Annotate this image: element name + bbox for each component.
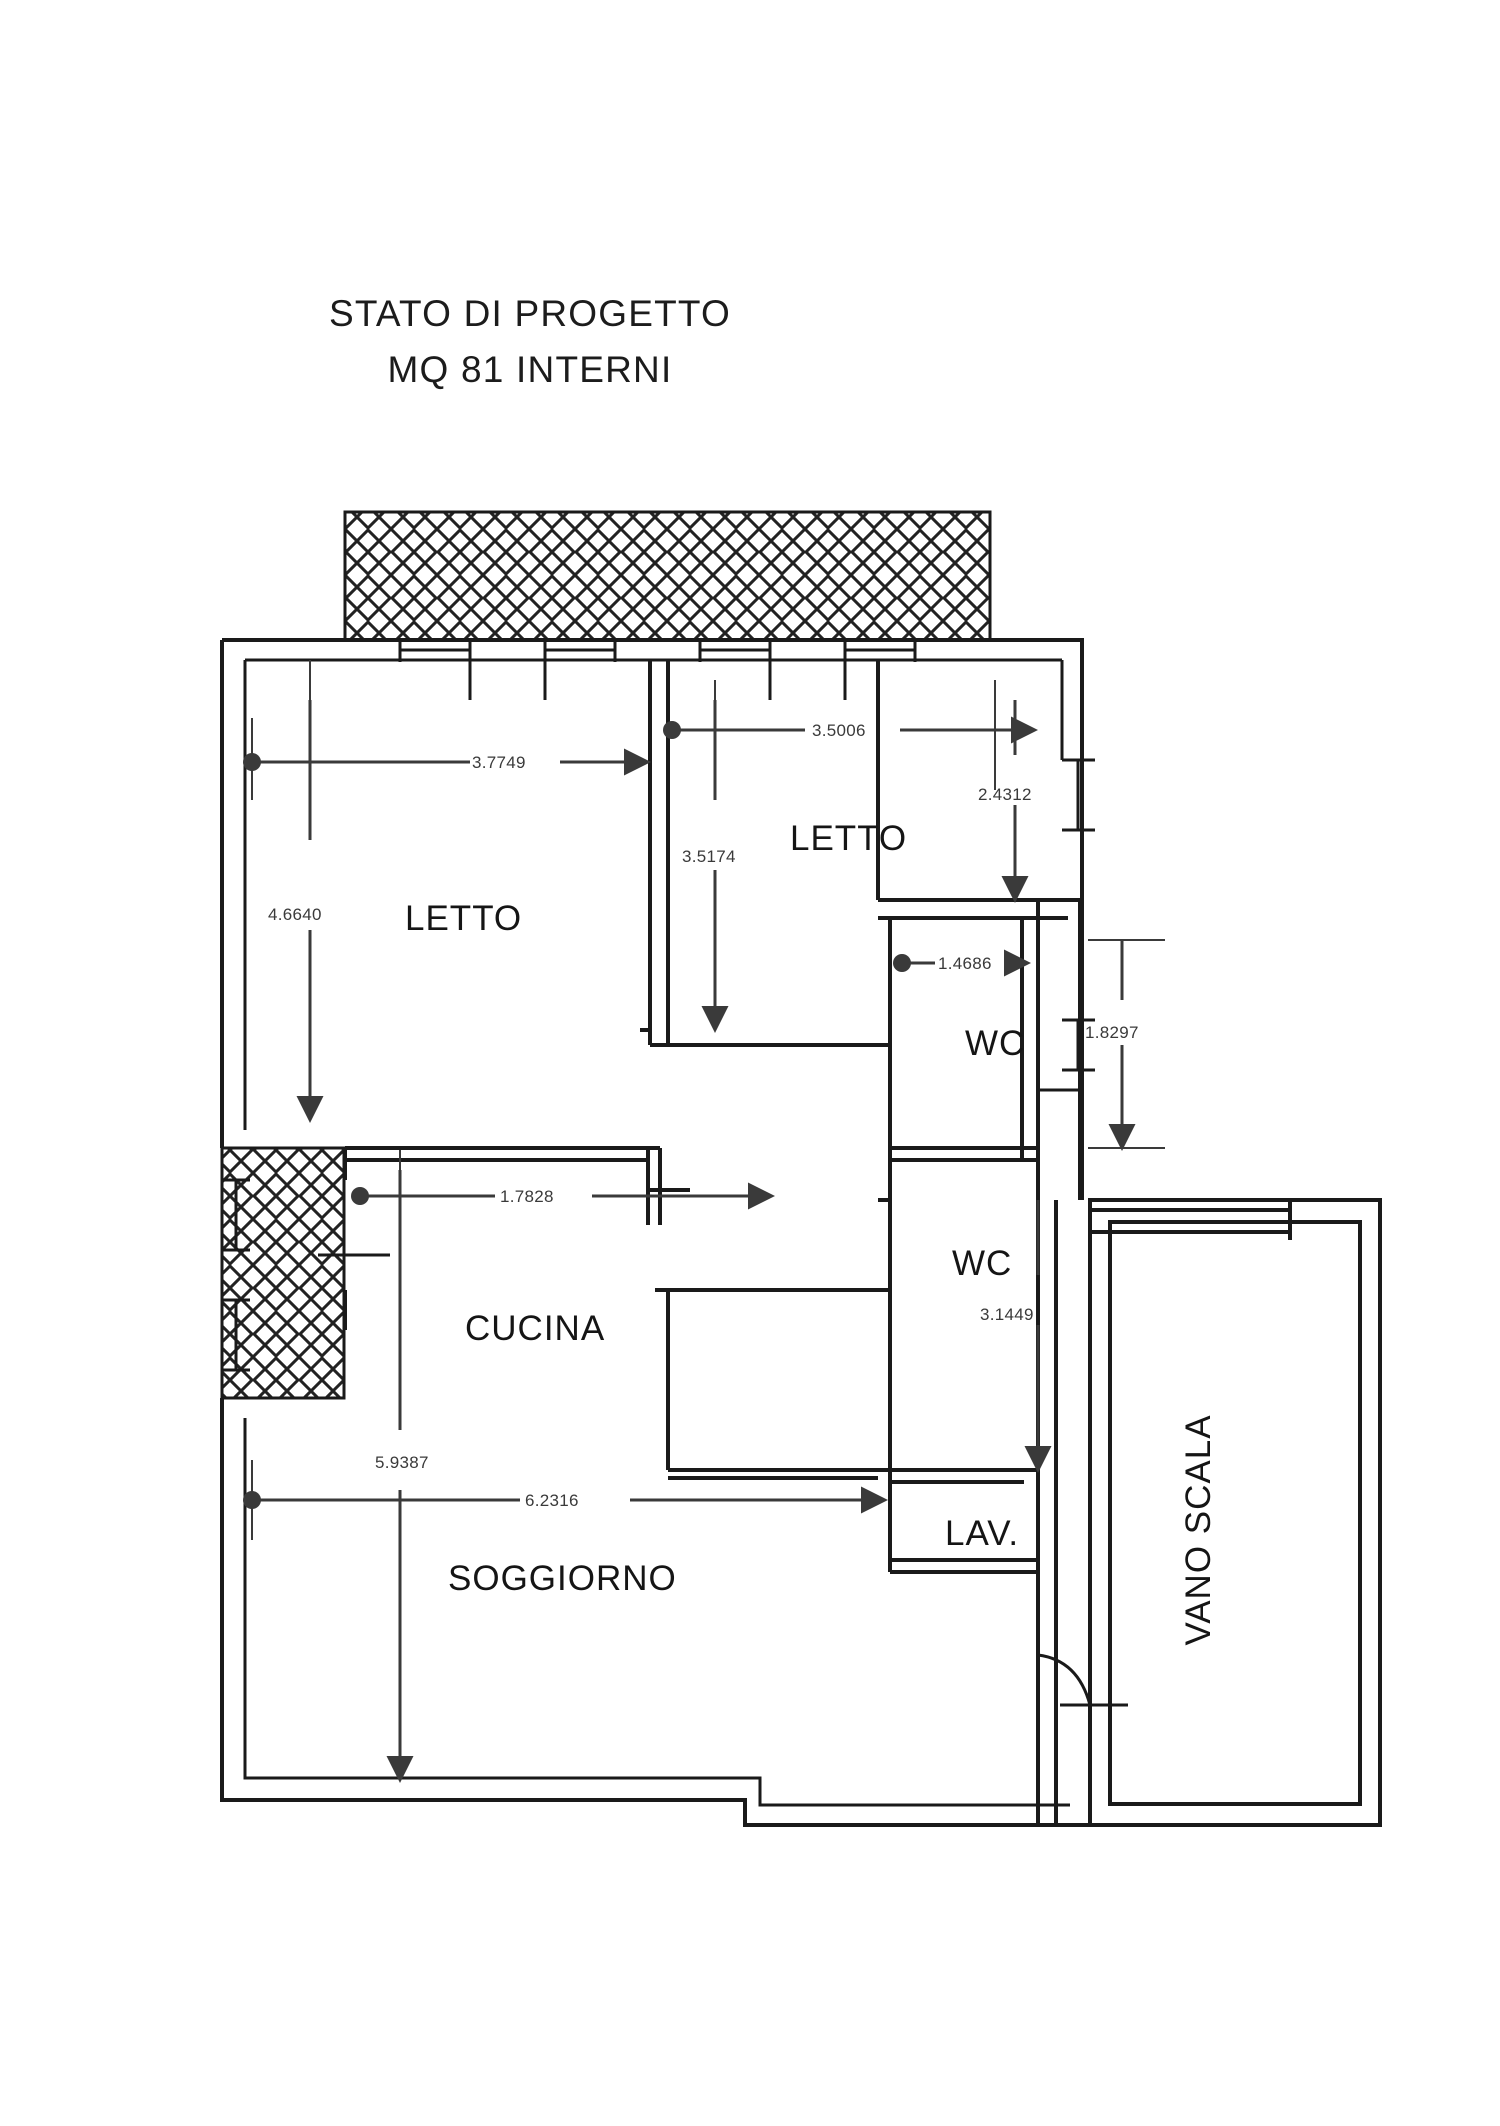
dimension-soggiorno-width: 6.2316: [243, 1460, 888, 1540]
dim-wc1-width-text: 1.4686: [938, 954, 992, 973]
dim-letto2-height-text: 3.5174: [682, 847, 736, 866]
room-label-lav: LAV.: [945, 1514, 1019, 1553]
window-openings-top: [398, 640, 917, 700]
dimension-wc2-corridor-height: 3.1449: [980, 1200, 1052, 1473]
title-line-secondary: MQ 81 INTERNI: [387, 348, 673, 390]
dimension-right-strip-height: 2.4312: [978, 700, 1032, 903]
room-label-soggiorno: SOGGIORNO: [448, 1559, 677, 1598]
stairwell-vano-scala: [1088, 1198, 1382, 1827]
dimension-letto2-width: 3.5006: [663, 680, 1038, 790]
dim-letto1-height-text: 4.6640: [268, 905, 322, 924]
dim-soggiorno-width-text: 6.2316: [525, 1491, 579, 1510]
dimension-letto1-width: 3.7749: [243, 660, 651, 820]
room-label-wc-2: WC: [952, 1244, 1012, 1283]
dimension-cucina-width: 1.7828: [351, 1150, 775, 1240]
building-outer-walls: [220, 638, 1090, 1827]
room-label-letto-2: LETTO: [790, 819, 907, 858]
dim-letto2-width-text: 3.5006: [812, 721, 866, 740]
title-line-primary: STATO DI PROGETTO: [328, 293, 732, 334]
room-label-vano-scala: VANO SCALA: [1179, 1414, 1218, 1645]
dimension-letto2-height: 3.5174: [682, 700, 736, 1033]
dim-right-strip-height-text: 2.4312: [978, 785, 1032, 804]
door-swing-entrance: [1036, 1653, 1128, 1720]
dimension-wc1-width: 1.4686: [893, 949, 1031, 977]
room-label-wc-1: WC: [965, 1024, 1025, 1063]
dim-wc2-corridor-height-text: 3.1449: [980, 1305, 1034, 1324]
window-openings-right: [1038, 758, 1095, 1092]
interior-partition-walls: [343, 660, 1082, 1825]
hatched-balcony-top: [343, 510, 992, 642]
dim-cucina-width-text: 1.7828: [500, 1187, 554, 1206]
dimension-letto1-height: 4.6640: [268, 700, 324, 1123]
dim-wc1-height-text: 1.8297: [1085, 1023, 1139, 1042]
room-label-cucina: CUCINA: [465, 1309, 605, 1348]
wall-inner-lines: [243, 658, 1070, 1807]
dimension-cucina-soggiorno-height: 5.9387: [375, 1170, 429, 1783]
hatched-balcony-left: [220, 1146, 346, 1400]
dim-letto1-width-text: 3.7749: [472, 753, 526, 772]
dim-cucina-soggiorno-height-text: 5.9387: [375, 1453, 429, 1472]
window-openings-left: [222, 1178, 390, 1372]
dimension-wc1-height: 1.8297: [1085, 939, 1165, 1151]
drawing-title-block: STATO DI PROGETTO MQ 81 INTERNI: [0, 286, 1060, 397]
room-label-letto-1: LETTO: [405, 899, 522, 938]
